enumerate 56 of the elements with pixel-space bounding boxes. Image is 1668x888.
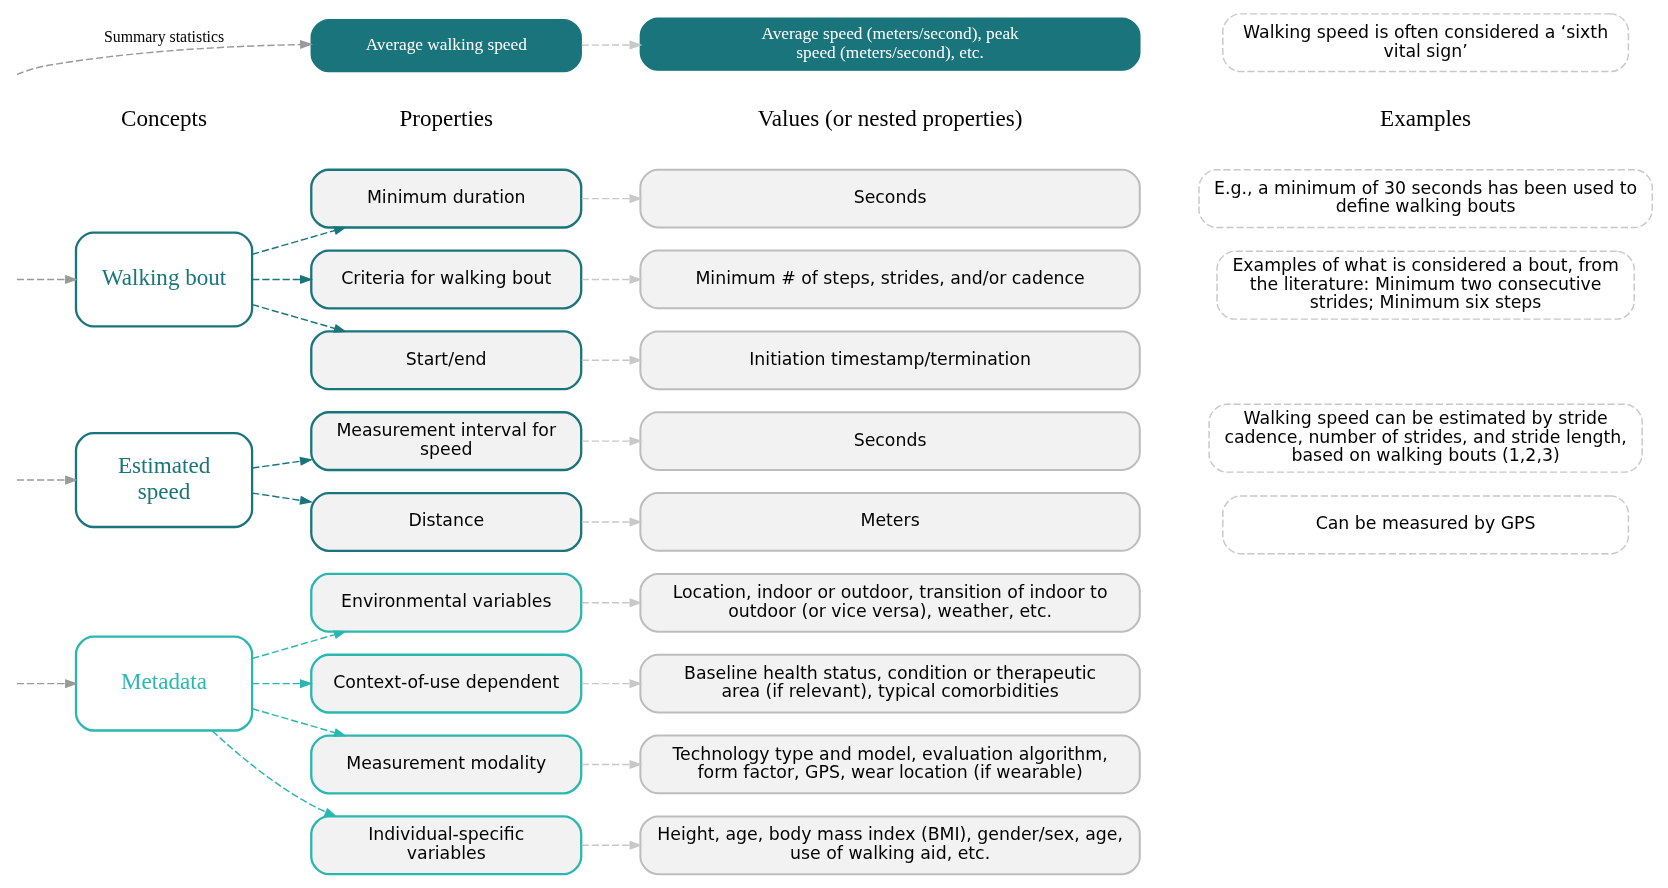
arrow (251, 708, 347, 737)
node-box: Walking bout (74, 231, 254, 328)
node-box: Walking speed is often considered a ‘sixth vital sign’ (1222, 13, 1630, 73)
node-box: Examples of what is considered a bout, from the literature: Minimum two consecutive strides; Minimum six steps (1216, 250, 1635, 320)
node-box: Metadata (74, 635, 254, 732)
arrow (581, 598, 643, 608)
arrow (581, 274, 643, 284)
node-box: Initiation timestamp/termination (639, 330, 1141, 391)
node-box: Environmental variables (310, 572, 583, 633)
node-box: Context-of-use dependent (310, 653, 583, 714)
node-box: Technology type and model, evaluation algorithm, form factor, GPS, wear location (if wearable) (639, 734, 1141, 795)
arrow (581, 517, 643, 527)
node-box: Can be measured by GPS (1222, 495, 1630, 555)
label: Concepts (121, 105, 207, 132)
arrow (581, 194, 643, 204)
arrow (251, 274, 313, 284)
node-box: Criteria for walking bout (310, 249, 583, 310)
arrow (211, 730, 338, 818)
arrow (16, 679, 79, 689)
node-box: Height, age, body mass index (BMI), gender/sex, age, use of walking aid, etc. (639, 815, 1141, 876)
arrow (581, 759, 643, 769)
node-box: Minimum # of steps, strides, and/or cadence (639, 249, 1141, 310)
label: Examples (1380, 105, 1472, 132)
node-box: Seconds (639, 411, 1141, 471)
node-box: Individual-specific variables (310, 815, 583, 876)
node-box: Meters (639, 492, 1141, 552)
arrow (251, 492, 313, 505)
node-box: Location, indoor or outdoor, transition of indoor to outdoor (or vice versa), weather, etc. (639, 572, 1141, 633)
label: Properties (399, 105, 494, 132)
node-box: Baseline health status, condition or therapeutic area (if relevant), typical comorbidities (639, 653, 1141, 714)
arrow (251, 303, 347, 333)
node-box: Average speed (meters/second), peak speed (meters/second), etc. (639, 17, 1141, 71)
node-box: Average walking speed (310, 18, 582, 73)
node-box: Measurement modality (310, 734, 583, 795)
node-box: Walking speed can be estimated by stride cadence, number of strides, and stride length, based on walking bouts (1,2,3) (1208, 403, 1643, 473)
arrow (16, 40, 314, 76)
node-box: Distance (310, 491, 583, 552)
arrow (581, 436, 643, 446)
arrow (16, 475, 79, 485)
node-box: Minimum duration (310, 168, 583, 229)
arrow (251, 630, 347, 660)
node-box: E.g., a minimum of 30 seconds has been used to define walking bouts (1198, 169, 1653, 229)
arrow (581, 355, 643, 365)
node-box: Estimated speed (74, 432, 254, 529)
node-box: Start/end (310, 330, 583, 391)
label: Values (or nested properties) (757, 105, 1023, 132)
arrow (251, 456, 313, 469)
arrow (581, 679, 643, 689)
edge-label: Summary statistics (103, 28, 225, 46)
node-box: Measurement interval for speed (310, 411, 583, 472)
arrow (581, 40, 643, 50)
arrow (16, 274, 79, 284)
arrow (251, 226, 347, 256)
node-box: Seconds (639, 168, 1141, 229)
arrow (581, 840, 643, 850)
arrow (251, 679, 313, 689)
